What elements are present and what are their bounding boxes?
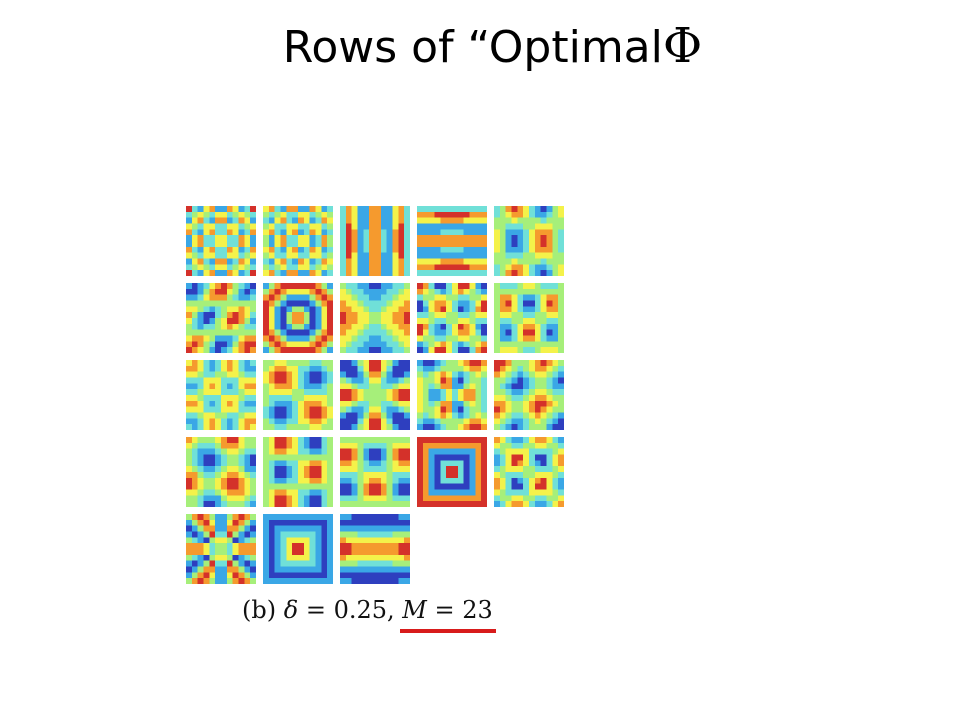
figure-caption: (b) δ = 0.25, M = 23 [242, 596, 493, 624]
slide-title: Rows of “OptimalΦ [0, 14, 960, 80]
basis-image-pixels [340, 437, 410, 507]
phi-symbol: Φ [662, 18, 703, 74]
basis-image [417, 206, 487, 276]
basis-image [186, 206, 256, 276]
basis-image [263, 360, 333, 430]
basis-image-pixels [417, 437, 487, 507]
basis-image [417, 437, 487, 507]
basis-image [263, 437, 333, 507]
basis-image-pixels [186, 206, 256, 276]
basis-image [494, 360, 564, 430]
caption-label: (b) [242, 596, 277, 624]
basis-image [340, 514, 410, 584]
basis-image [340, 360, 410, 430]
basis-image [186, 514, 256, 584]
slide-title-text: Rows of “Optimal [282, 22, 663, 73]
basis-image-pixels [417, 283, 487, 353]
basis-image-pixels [494, 437, 564, 507]
red-underline [400, 629, 496, 633]
basis-image [186, 283, 256, 353]
basis-image-pixels [186, 437, 256, 507]
basis-image [186, 437, 256, 507]
basis-image [263, 206, 333, 276]
basis-image-pixels [417, 206, 487, 276]
basis-image-pixels [263, 206, 333, 276]
basis-image-pixels [263, 437, 333, 507]
basis-image [263, 283, 333, 353]
basis-image [263, 514, 333, 584]
basis-image-pixels [494, 283, 564, 353]
basis-image [494, 437, 564, 507]
basis-image [417, 283, 487, 353]
m-value: 23 [462, 596, 493, 624]
basis-image [340, 206, 410, 276]
basis-image [340, 437, 410, 507]
basis-image-pixels [340, 360, 410, 430]
equals-sign-1: = [305, 596, 326, 624]
basis-image [340, 283, 410, 353]
delta-symbol: δ [283, 596, 299, 624]
basis-image-pixels [186, 360, 256, 430]
basis-image-pixels [340, 206, 410, 276]
basis-image-pixels [186, 514, 256, 584]
basis-image-pixels [417, 360, 487, 430]
basis-image [186, 360, 256, 430]
basis-image-pixels [494, 360, 564, 430]
basis-image [417, 360, 487, 430]
basis-image-pixels [494, 206, 564, 276]
basis-image-pixels [263, 360, 333, 430]
m-symbol: M [402, 596, 427, 624]
basis-image [494, 206, 564, 276]
basis-image-pixels [186, 283, 256, 353]
basis-image-pixels [263, 514, 333, 584]
basis-image-pixels [263, 283, 333, 353]
basis-image [494, 283, 564, 353]
equals-sign-2: = [434, 596, 455, 624]
basis-image-pixels [340, 514, 410, 584]
basis-image-pixels [340, 283, 410, 353]
delta-value: 0.25, [333, 596, 395, 624]
